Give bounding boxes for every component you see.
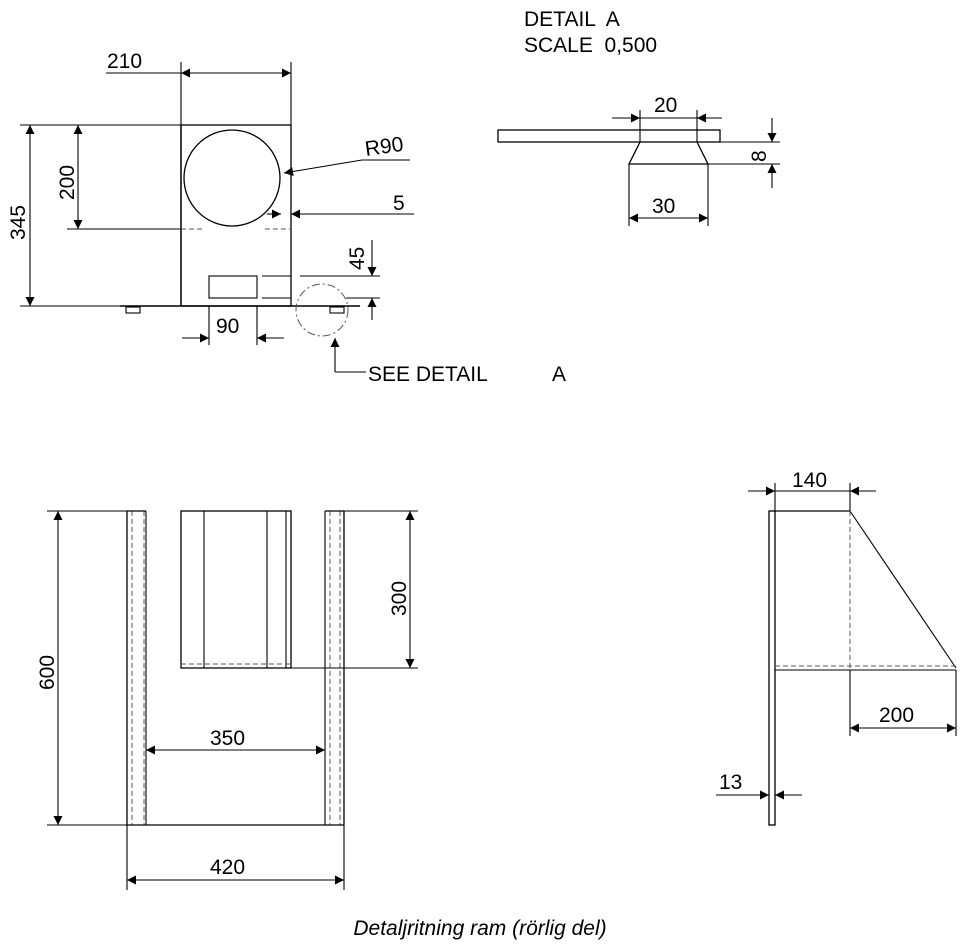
dim-200: 200 <box>56 165 79 200</box>
dim-detail-30: 30 <box>652 195 675 218</box>
dim-350: 350 <box>210 727 245 750</box>
detail-a-view: 20 30 8 <box>497 94 780 226</box>
figure-caption: Detaljritning ram (rörlig del) <box>353 917 607 940</box>
top-view-outline <box>180 124 292 307</box>
see-detail-ref: A <box>552 363 566 386</box>
side-view: 140 200 13 <box>716 469 957 826</box>
detail-scale: SCALE 0,500 <box>524 34 657 57</box>
front-view: 600 300 350 420 <box>36 510 418 890</box>
dim-detail-8: 8 <box>748 150 771 162</box>
dim-600: 600 <box>36 655 59 690</box>
dim-side-200: 200 <box>879 704 914 727</box>
front-inner-box <box>180 510 292 669</box>
dim-45: 45 <box>346 247 369 270</box>
top-view-slot <box>208 275 258 299</box>
dim-90: 90 <box>216 315 239 338</box>
dim-5: 5 <box>393 192 405 215</box>
see-detail-label: SEE DETAIL <box>368 363 488 386</box>
top-view: 210 345 200 R90 5 45 90 SEE DETAIL <box>7 50 566 386</box>
dim-detail-20: 20 <box>654 94 677 117</box>
detail-title: DETAIL A <box>524 8 620 31</box>
top-view-circle <box>183 129 281 227</box>
dim-300: 300 <box>388 581 411 616</box>
dim-r90: R90 <box>363 133 404 161</box>
dim-13: 13 <box>719 771 742 794</box>
detail-a-marker-circle <box>295 283 349 337</box>
dim-420: 420 <box>210 856 245 879</box>
dim-210: 210 <box>107 50 142 73</box>
detail-a-foot <box>627 141 710 165</box>
dim-140: 140 <box>792 469 827 492</box>
side-plate <box>768 510 776 826</box>
detail-a-plate <box>497 129 721 143</box>
dim-345: 345 <box>7 205 30 240</box>
